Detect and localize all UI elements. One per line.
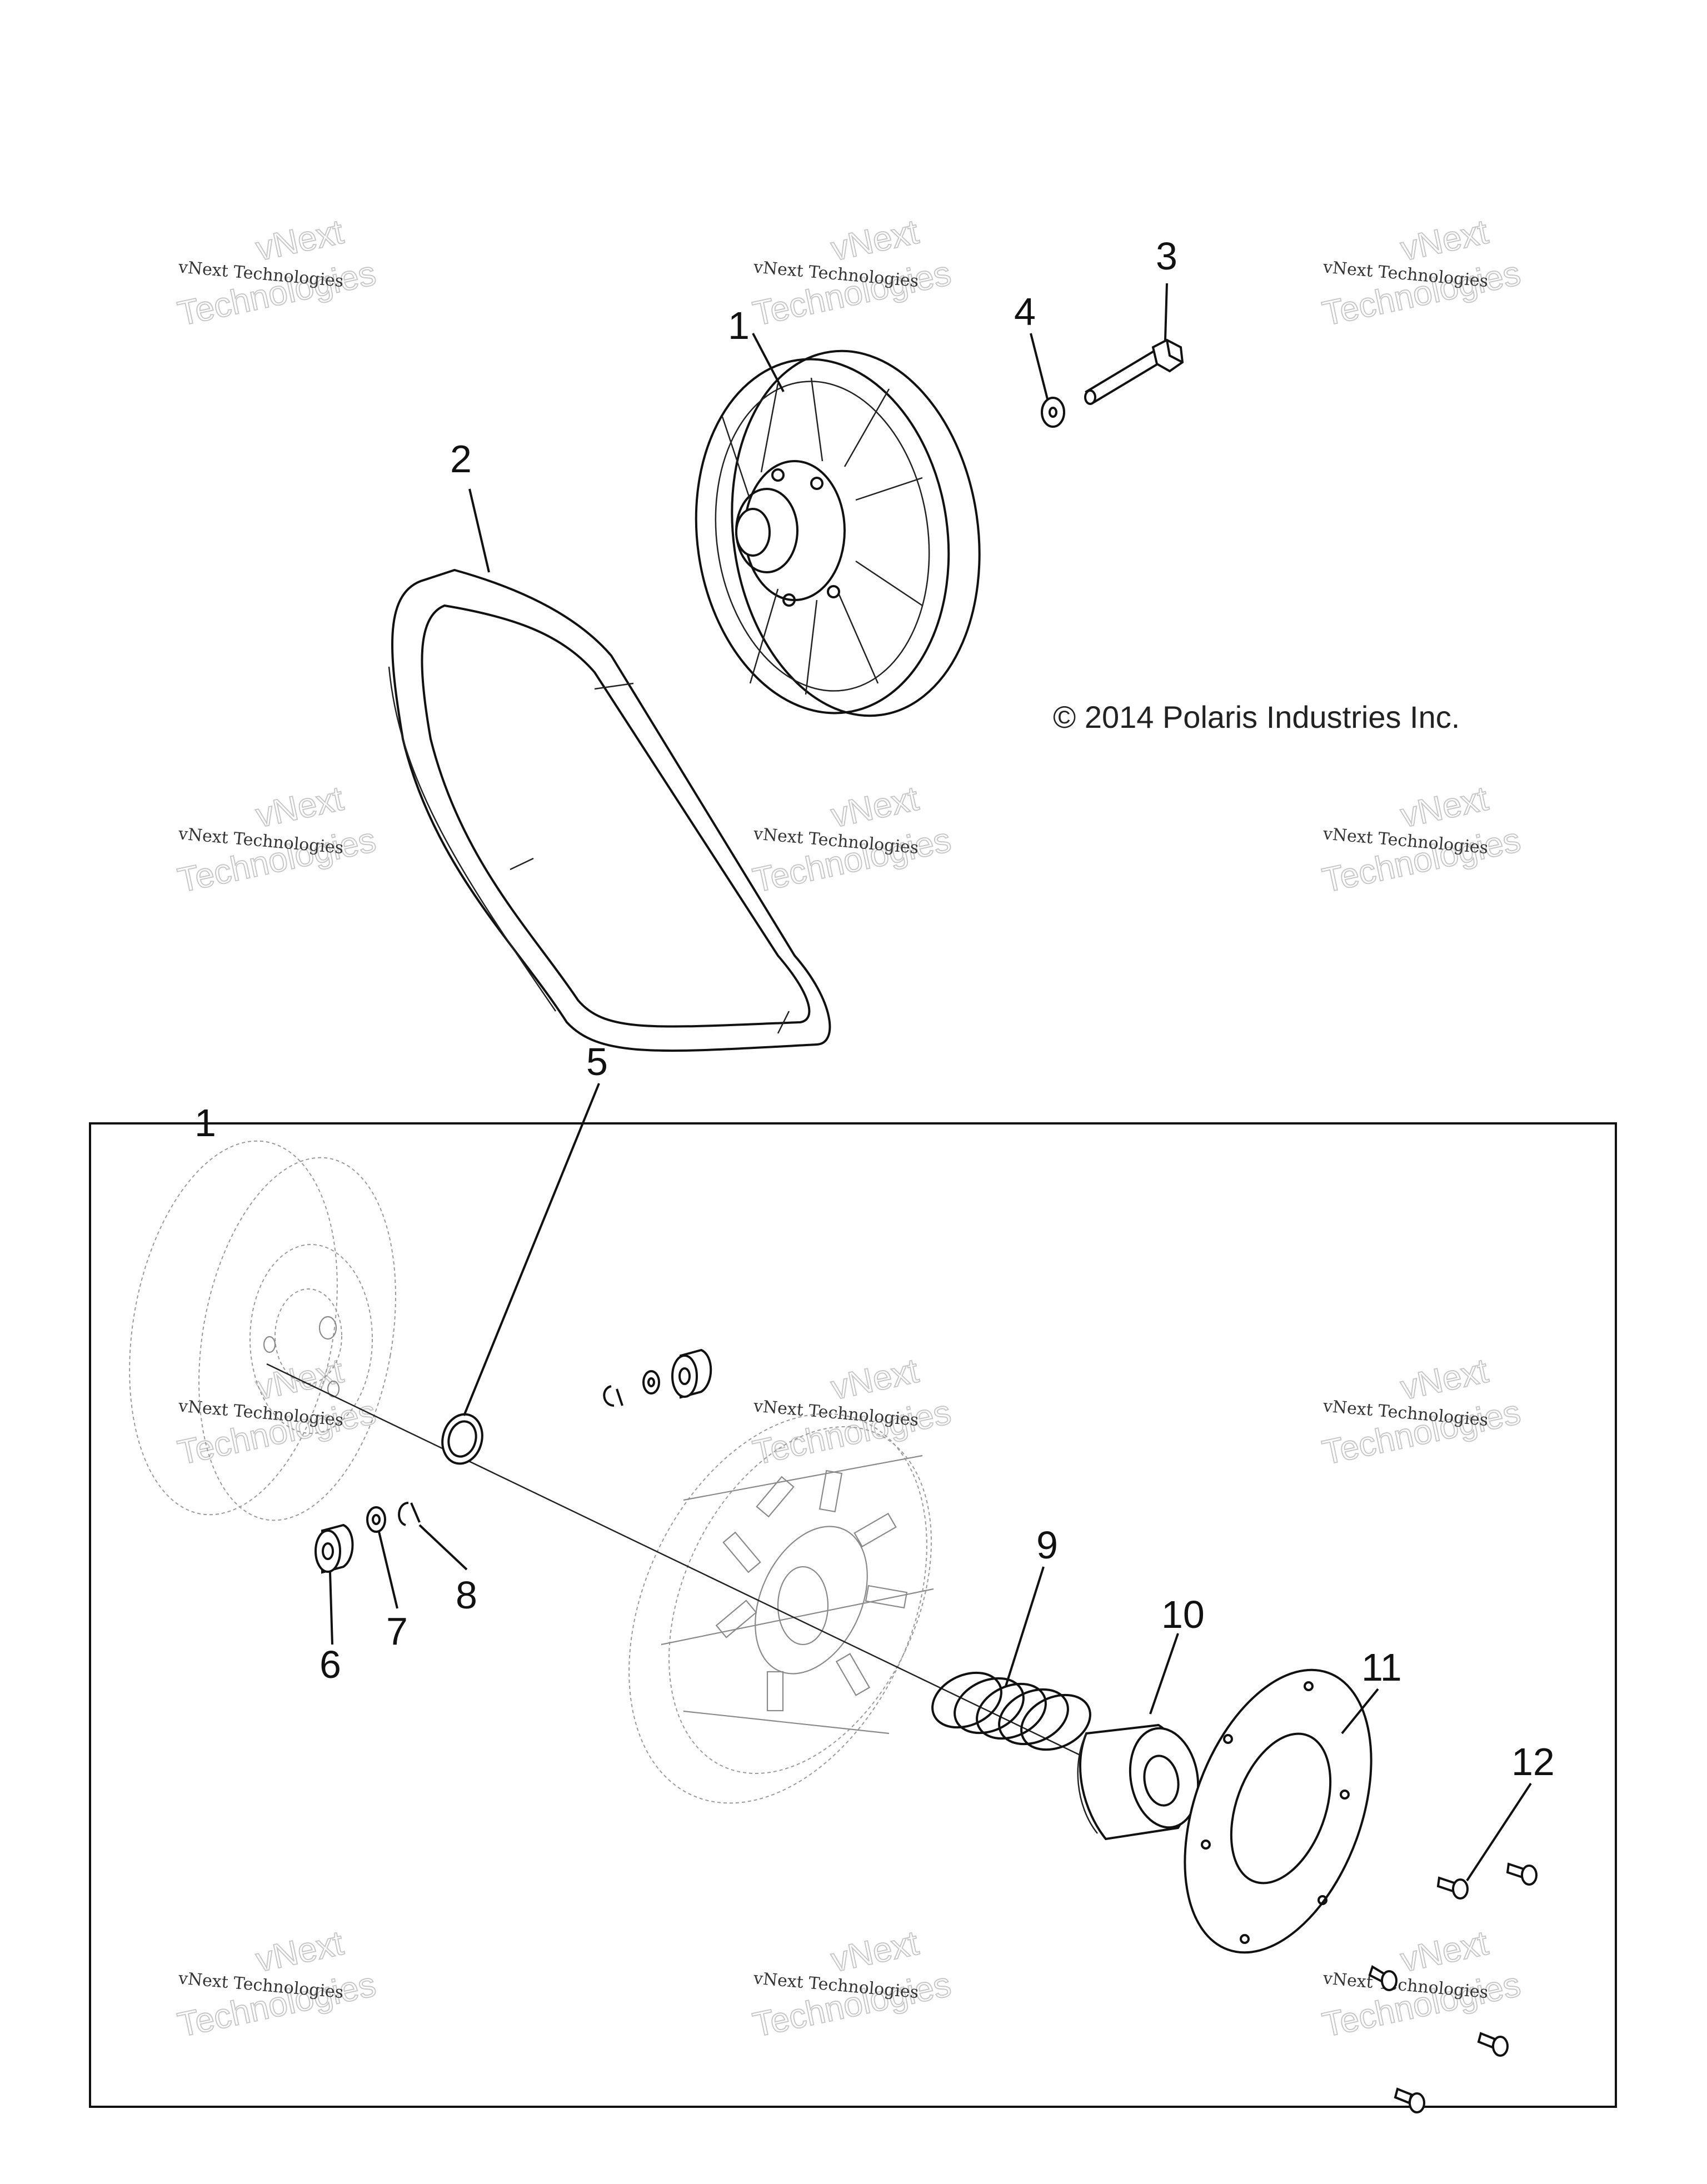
cover-plate <box>1184 1668 1372 1954</box>
watermark-outline-vnext: vNext <box>1397 1924 1491 1980</box>
watermark-outline-vnext: vNext <box>253 213 347 268</box>
leader-line-1-top <box>752 333 785 392</box>
watermark-outline-vnext: vNext <box>828 1924 922 1980</box>
helix-cam <box>1077 1723 1200 1841</box>
leader-line-2 <box>468 488 490 573</box>
screw-4 <box>1477 2032 1509 2057</box>
watermark-outline-vnext: vNext <box>253 779 347 835</box>
watermark-outline-vnext: vNext <box>253 1924 347 1980</box>
callout-1-box: 1 <box>194 1101 216 1145</box>
leader-line-8 <box>418 1524 468 1571</box>
screw-2 <box>1506 1862 1538 1886</box>
watermark-r2c3: vNext Technologies vNext Technologies <box>1319 779 1524 901</box>
callout-6: 6 <box>320 1643 341 1686</box>
watermark-r1c1: vNext Technologies vNext Technologies <box>174 212 380 334</box>
watermark-r1c3: vNext Technologies vNext Technologies <box>1319 212 1524 334</box>
leader-line-3 <box>1164 283 1168 341</box>
washer <box>1041 397 1065 428</box>
watermark-r3c2: vNext Technologies vNext Technologies <box>749 1351 955 1473</box>
roller-bushing <box>315 1523 354 1574</box>
roller-washer <box>366 1506 386 1533</box>
leader-line-9 <box>1005 1566 1045 1687</box>
watermark-r1c2: vNext Technologies vNext Technologies <box>749 212 955 334</box>
callout-3: 3 <box>1156 234 1177 278</box>
watermark-outline-vnext: vNext <box>1397 213 1491 268</box>
watermark-r4c3: vNext Technologies vNext Technologies <box>1319 1923 1524 2045</box>
callout-10: 10 <box>1161 1593 1205 1636</box>
bolt <box>1084 338 1184 405</box>
leader-line-6 <box>329 1572 333 1645</box>
watermark-r4c1: vNext Technologies vNext Technologies <box>174 1923 380 2045</box>
screw-3 <box>1368 1965 1397 1991</box>
roller-group-upper <box>603 1348 712 1407</box>
watermark-r4c2: vNext Technologies vNext Technologies <box>749 1923 955 2045</box>
leader-line-10 <box>1149 1633 1179 1715</box>
watermark-outline-vnext: vNext <box>1397 779 1491 835</box>
watermark-r2c1: vNext Technologies vNext Technologies <box>174 779 380 901</box>
drive-belt <box>388 568 831 1052</box>
callout-4: 4 <box>1014 290 1036 333</box>
leader-line-4 <box>1030 333 1049 399</box>
watermark-outline-vnext: vNext <box>828 1352 922 1407</box>
callout-1-top: 1 <box>728 304 750 347</box>
watermark-outline-vnext: vNext <box>828 213 922 268</box>
leader-line-5 <box>463 1083 600 1416</box>
watermark-r3c3: vNext Technologies vNext Technologies <box>1319 1351 1524 1473</box>
exploded-view-frame <box>89 1122 1617 2108</box>
screw-5 <box>1394 2087 1425 2113</box>
callout-12: 12 <box>1511 1740 1555 1783</box>
leader-line-11 <box>1341 1688 1379 1735</box>
stationary-sheave <box>129 1140 396 1521</box>
callout-2: 2 <box>450 437 472 481</box>
assembly-axis-line <box>266 1363 1215 1821</box>
watermark-outline-vnext: vNext <box>828 779 922 835</box>
callout-5: 5 <box>586 1040 608 1083</box>
compression-spring <box>931 1671 1091 1751</box>
leader-line-12 <box>1466 1782 1532 1882</box>
callout-8: 8 <box>456 1573 477 1617</box>
watermark-r2c2: vNext Technologies vNext Technologies <box>749 779 955 901</box>
secondary-clutch <box>695 349 981 717</box>
e-clip <box>398 1502 421 1526</box>
screw-1 <box>1436 1876 1469 1900</box>
watermark-r3c1: vNext Technologies vNext Technologies <box>174 1351 380 1473</box>
watermark-outline-vnext: vNext <box>1397 1352 1491 1407</box>
callout-11: 11 <box>1361 1646 1402 1689</box>
leader-line-7 <box>378 1531 398 1609</box>
callout-7: 7 <box>386 1610 408 1653</box>
shim-washer <box>441 1413 483 1465</box>
copyright-notice: © 2014 Polaris Industries Inc. <box>1053 699 1460 734</box>
callout-9: 9 <box>1036 1523 1058 1567</box>
